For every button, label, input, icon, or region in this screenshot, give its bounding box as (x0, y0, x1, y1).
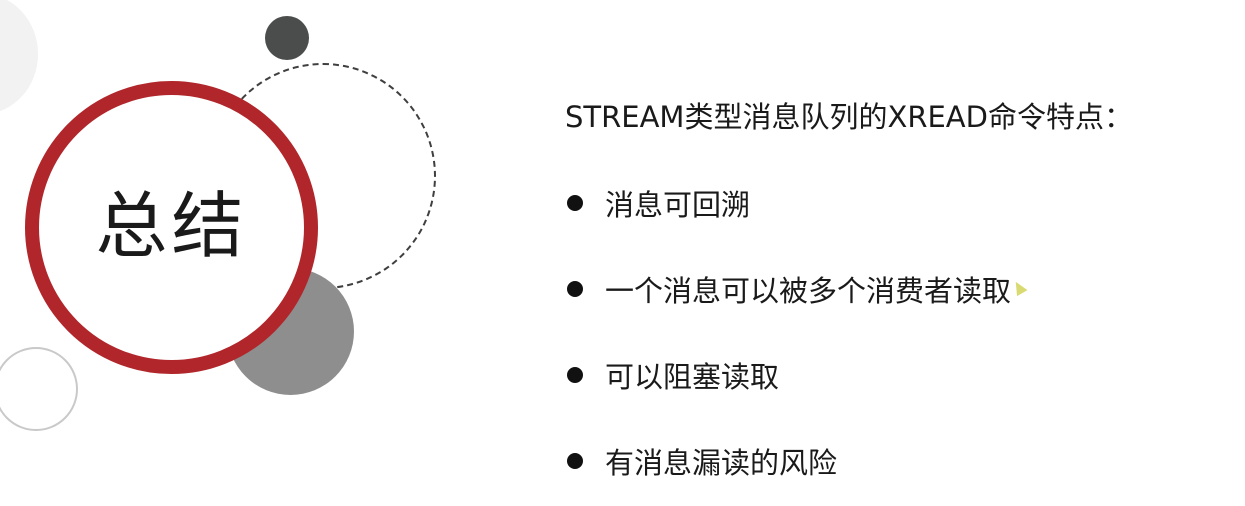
bullet-icon (567, 281, 583, 297)
title-ring: 总结 (25, 81, 318, 374)
list-item: 消息可回溯 (567, 182, 750, 224)
decorative-circle-light (0, 0, 38, 114)
bullet-icon (567, 367, 583, 383)
list-item: 有消息漏读的风险 (567, 440, 837, 482)
slide-title: 总结 (95, 183, 248, 268)
bullet-text: 有消息漏读的风险 (605, 446, 838, 480)
mouse-cursor-icon (1010, 278, 1028, 297)
bullet-text: 可以阻塞读取 (605, 360, 780, 394)
bullet-icon (567, 195, 583, 211)
bullet-text: 消息可回溯 (605, 188, 751, 222)
list-item: 一个消息可以被多个消费者读取 (567, 268, 1011, 310)
bullet-icon (567, 453, 583, 469)
decorative-dark-dot (265, 16, 309, 60)
decorative-outline-ring (0, 347, 78, 431)
bullet-text: 一个消息可以被多个消费者读取 (605, 274, 1012, 308)
list-item: 可以阻塞读取 (567, 354, 779, 396)
section-heading: STREAM类型消息队列的XREAD命令特点： (565, 100, 1133, 134)
